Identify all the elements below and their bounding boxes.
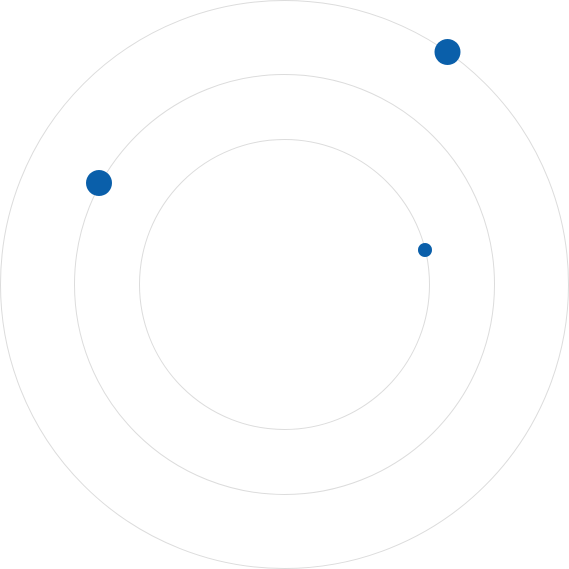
inner-ring-dot [418, 243, 432, 257]
middle-orbit-ring [74, 74, 495, 495]
outer-ring-dot [434, 39, 461, 65]
middle-ring-dot [86, 170, 112, 196]
inner-orbit-ring [139, 139, 430, 430]
orbit-dots [86, 39, 461, 257]
